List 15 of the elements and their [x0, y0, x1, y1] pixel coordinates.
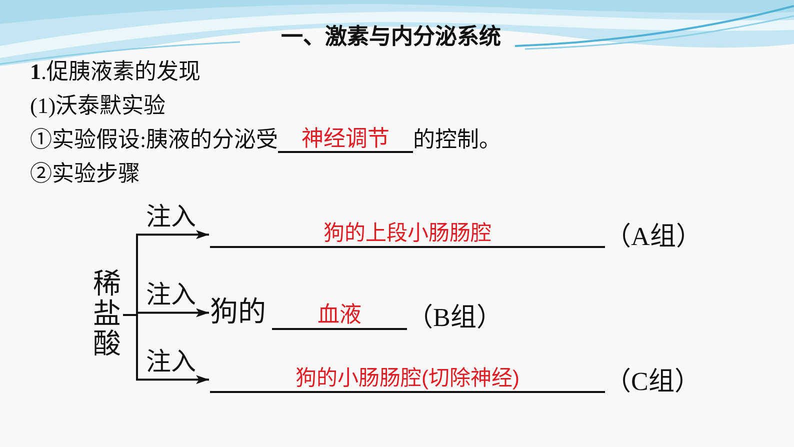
sentence-text: 的控制。 [413, 126, 502, 154]
subheading: ②实验步骤 [30, 161, 140, 188]
subheading: (1)沃泰默实验 [30, 93, 166, 120]
fill-in-line: 血液 [272, 302, 407, 330]
group-label: （A组） [605, 221, 702, 252]
fill-in-line: 狗的小肠肠腔(切除神经) [210, 367, 605, 394]
sentence-text: ①实验假设:胰液的分泌受 [30, 126, 278, 154]
section-heading: 1.促胰液素的发现 [30, 59, 200, 86]
group-label: （C组） [605, 366, 700, 398]
group-label: （B组） [407, 302, 502, 334]
fill-in-line: 狗的上段小肠肠腔 [210, 222, 605, 248]
title: 一、激素与内分泌系统 [281, 24, 501, 50]
vertical-label: 稀盐酸 [92, 270, 122, 360]
fill-in-line: 神经调节 [278, 126, 414, 154]
row-text: 狗的 [210, 296, 266, 330]
